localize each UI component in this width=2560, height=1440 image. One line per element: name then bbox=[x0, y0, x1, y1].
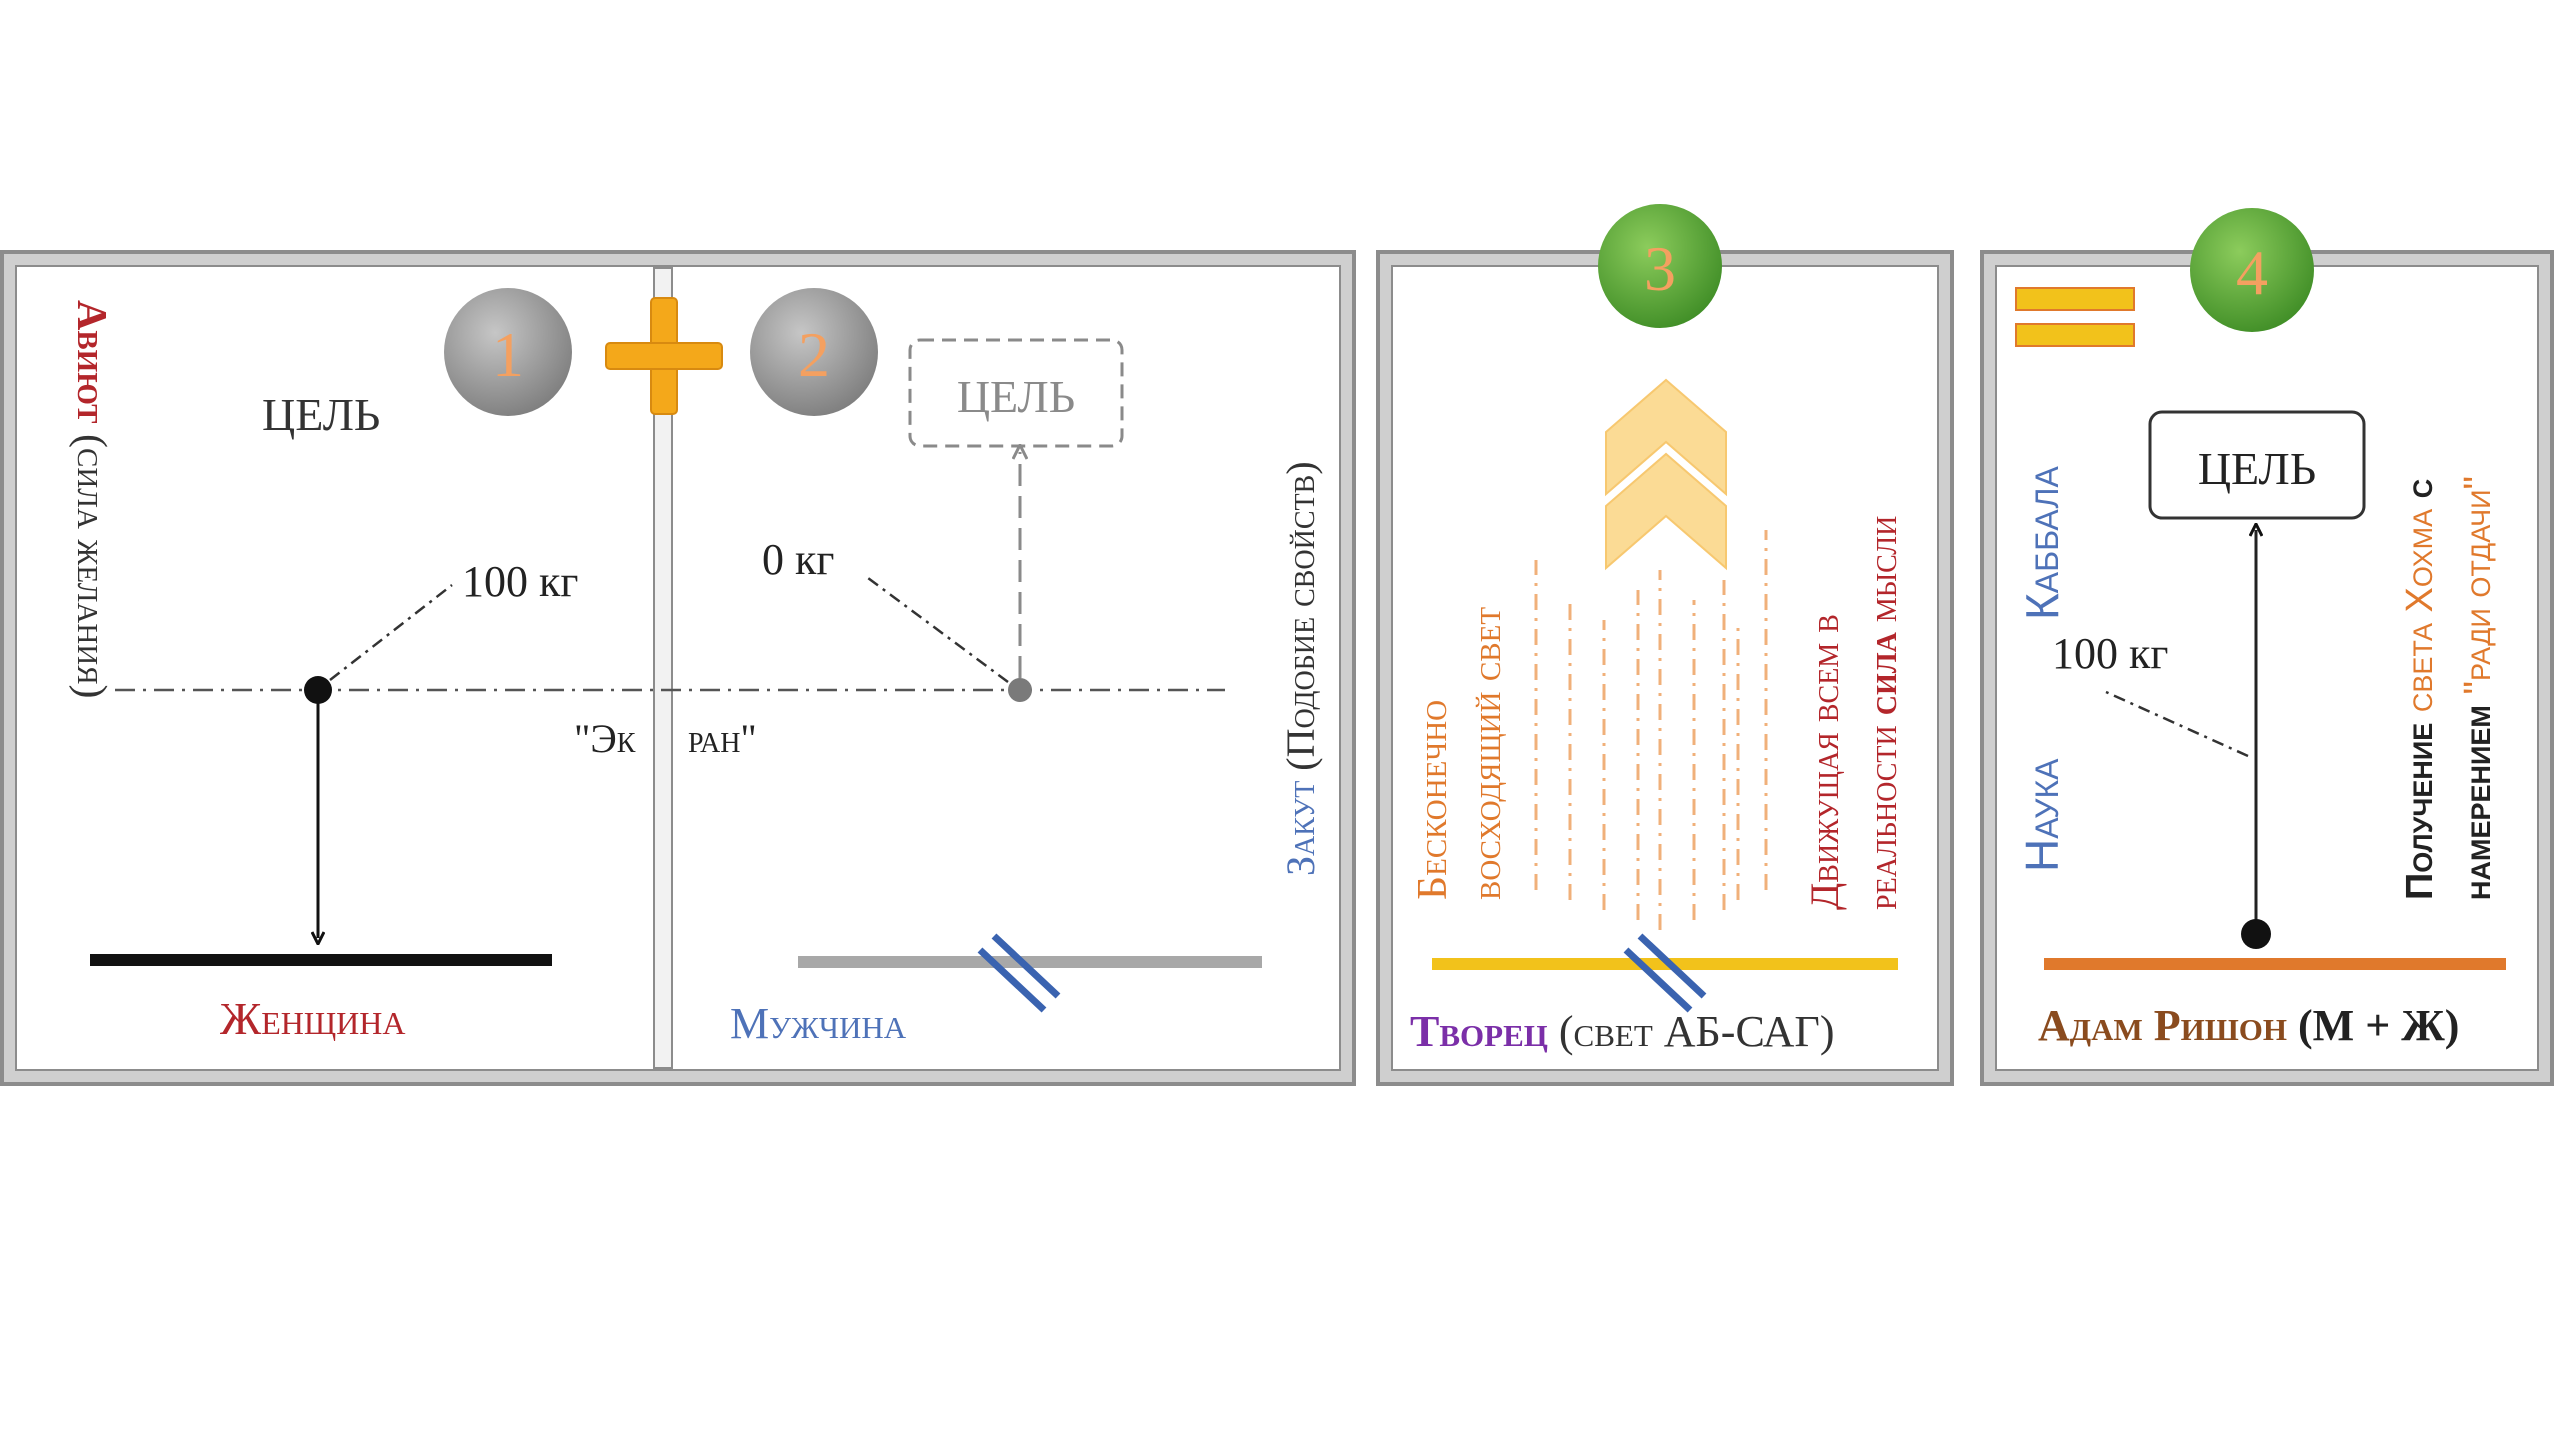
badge-1: 1 bbox=[492, 319, 524, 390]
weight-right: 0 кг bbox=[762, 535, 834, 584]
woman-label: Женщина bbox=[220, 993, 405, 1044]
badge-3-circle bbox=[1598, 204, 1722, 328]
plus-icon bbox=[605, 297, 723, 415]
woman-line bbox=[90, 954, 552, 966]
adam-label: Адам Ришон (М + Ж) bbox=[2038, 1001, 2459, 1050]
rising-light-label: восходящий свет bbox=[1464, 607, 1510, 900]
goal-label: ЦЕЛЬ bbox=[2198, 443, 2316, 494]
equals-mark-creator bbox=[1623, 933, 1707, 1013]
double-chevron-up-icon bbox=[1605, 378, 1727, 571]
man-point bbox=[1008, 678, 1032, 702]
goal-left: ЦЕЛЬ bbox=[262, 389, 380, 440]
panel-woman-man: 1 2 ЦЕЛЬ ЦЕЛЬ 100 кг 0 кг "Эк ран" Женщи… bbox=[0, 250, 1356, 1086]
equals-mark-man bbox=[977, 933, 1061, 1013]
aviut-label: Авиют (сила желания) bbox=[68, 300, 114, 699]
man-label: Мужчина bbox=[730, 999, 907, 1048]
badge-1-circle bbox=[444, 288, 572, 416]
goal-right: ЦЕЛЬ bbox=[957, 371, 1075, 422]
weight-right-pointer bbox=[867, 576, 1009, 684]
thought-force-label: реальности сила мысли bbox=[1860, 516, 1905, 910]
screen-label-left: "Эк bbox=[574, 716, 636, 761]
goal-box bbox=[2148, 410, 2366, 520]
creator-label: Творец (свет АБ-САГ) bbox=[1410, 1007, 1834, 1056]
panel1-divider bbox=[653, 267, 673, 1069]
panel-creator: 3 Бесконечно восходящий свет Движущая вс… bbox=[1376, 204, 1954, 1086]
intention-label: намерением "ради отдачи" bbox=[2457, 476, 2499, 900]
receiving-label: Получение света Хохма с bbox=[2399, 479, 2441, 900]
moving-all-label: Движущая всем в bbox=[1802, 614, 1847, 910]
badge-3: 3 bbox=[1644, 233, 1676, 304]
rising-light-lines bbox=[1534, 530, 1768, 930]
equals-bars-icon bbox=[2015, 287, 2135, 347]
badge-4-circle bbox=[2190, 208, 2314, 332]
screen-label-right: ран" bbox=[688, 716, 757, 761]
woman-point bbox=[304, 676, 332, 704]
zakut-label: Закут (Подобие свойств) bbox=[1278, 461, 1323, 876]
weight-left-pointer bbox=[329, 584, 453, 681]
weight-left: 100 кг bbox=[462, 557, 578, 606]
panel-adam: 4 ЦЕЛЬ 100 кг Наука Каббала Получение св… bbox=[1980, 208, 2554, 1086]
endless-label: Бесконечно bbox=[1410, 700, 1456, 900]
weight-label: 100 кг bbox=[2052, 629, 2168, 678]
adam-point bbox=[2241, 919, 2271, 949]
badge-2-circle bbox=[750, 288, 878, 416]
goal-right-box bbox=[908, 338, 1124, 448]
badge-2: 2 bbox=[798, 319, 830, 390]
man-line bbox=[798, 956, 1262, 968]
science-label: Наука bbox=[2016, 758, 2068, 872]
kabbalah-label: Каббала bbox=[2016, 466, 2068, 620]
badge-4: 4 bbox=[2236, 237, 2268, 308]
adam-line bbox=[2044, 958, 2506, 970]
